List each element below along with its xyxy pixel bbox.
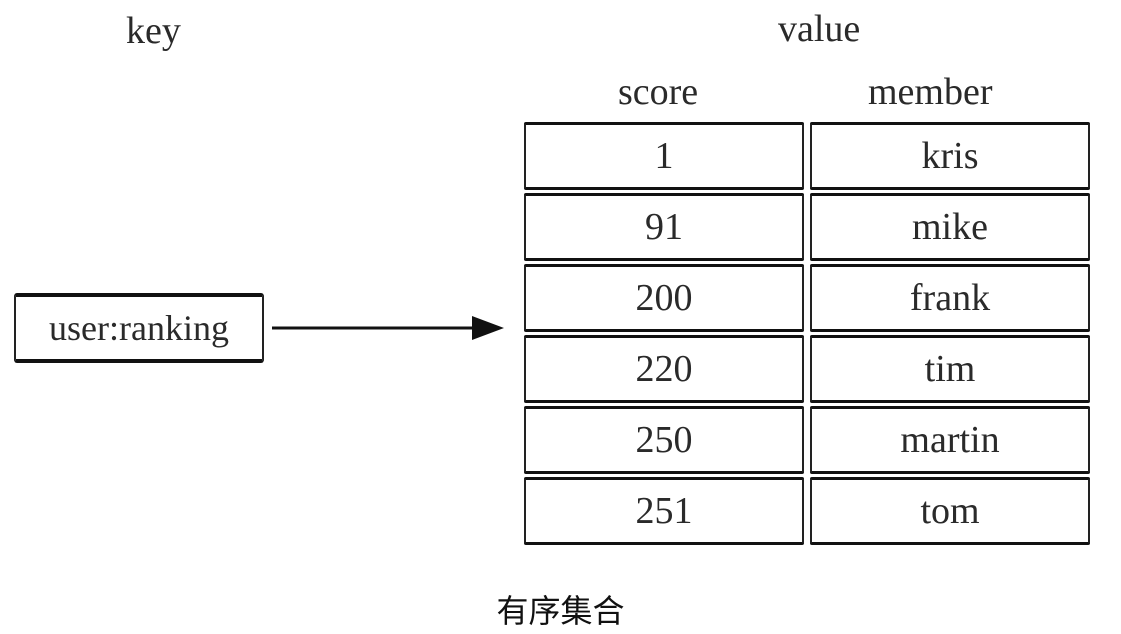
member-cell: tim [810,335,1090,403]
sorted-set-table: 1 kris 91 mike 200 frank 220 tim 250 mar… [524,122,1094,548]
table-row: 91 mike [524,193,1094,261]
arrow-icon [272,316,504,340]
score-cell: 91 [524,193,804,261]
score-column-header: score [618,71,699,113]
member-cell: martin [810,406,1090,474]
score-cell: 220 [524,335,804,403]
key-name: user:ranking [49,308,229,348]
diagram-caption: 有序集合 [496,592,625,630]
score-cell: 1 [524,122,804,190]
table-row: 200 frank [524,264,1094,332]
score-cell: 251 [524,477,804,545]
table-row: 220 tim [524,335,1094,403]
table-row: 1 kris [524,122,1094,190]
member-cell: mike [810,193,1090,261]
value-heading: value [778,8,861,50]
member-cell: kris [810,122,1090,190]
key-heading: key [126,10,181,52]
member-cell: tom [810,477,1090,545]
member-cell: frank [810,264,1090,332]
table-row: 251 tom [524,477,1094,545]
score-cell: 250 [524,406,804,474]
table-row: 250 martin [524,406,1094,474]
member-column-header: member [868,71,993,113]
score-cell: 200 [524,264,804,332]
key-box: user:ranking [14,293,264,363]
